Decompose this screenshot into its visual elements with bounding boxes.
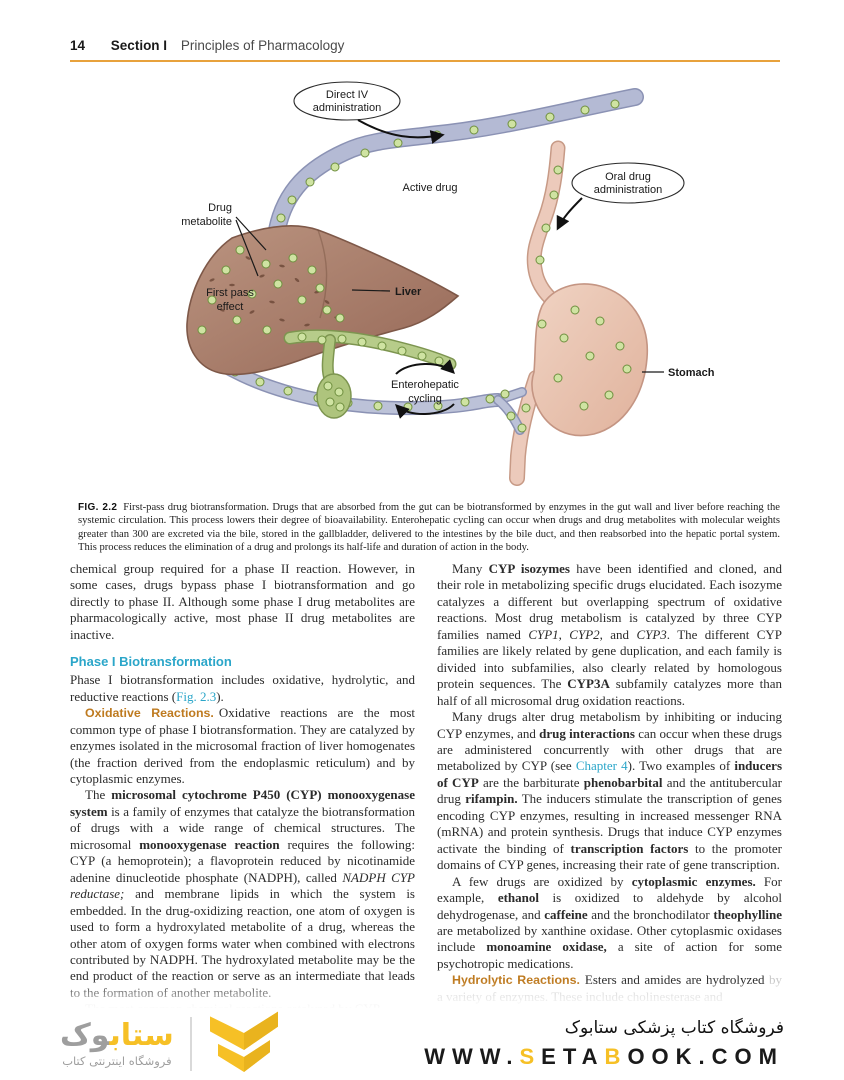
first-pass-diagram: Enterohepatic cycling Direct IV administ… — [181, 81, 715, 486]
figure-label-stomach: Stomach — [668, 367, 715, 379]
right-column: Many CYP isozymes have been identified a… — [437, 561, 782, 1018]
direct-iv-arrow — [357, 119, 445, 144]
paragraph: Many drugs alter drug metabolism by inhi… — [437, 709, 783, 873]
cross-reference-link[interactable]: Fig. 2.3 — [176, 688, 217, 704]
logo-wordmark: ستابوک — [60, 1018, 174, 1053]
liver-leader — [351, 289, 391, 292]
svg-text:cycling: cycling — [408, 393, 442, 405]
paragraph: chemical group required for a phase II r… — [70, 561, 415, 642]
figure-label-direct-iv: Direct IV — [326, 89, 369, 101]
svg-text:administration: administration — [594, 184, 662, 196]
direct-iv-balloon — [293, 81, 401, 121]
footer-site-url[interactable]: WWW.SETABOOK.COM — [424, 1044, 784, 1069]
paragraph: Many CYP isozymes have been identified a… — [437, 561, 782, 708]
figure-label-active-drug: Active drug — [402, 182, 457, 194]
svg-text:administration: administration — [313, 102, 381, 114]
article-body: chemical group required for a phase II r… — [70, 561, 782, 1018]
subheading: Phase I Biotransformation — [70, 654, 232, 670]
page-header: 14 Section I Principles of Pharmacology — [70, 38, 780, 60]
figure-label-liver: Liver — [395, 286, 422, 298]
oral-admin-arrow — [556, 197, 583, 231]
oral-admin-balloon — [571, 162, 685, 204]
svg-text:metabolite: metabolite — [181, 216, 232, 228]
metabolite-leader-1 — [235, 216, 267, 251]
footer-banner: ستابوک فروشگاه اینترنتی کتاب فروشگاه کتا… — [0, 1008, 844, 1080]
header-rule — [70, 60, 780, 62]
section-title: Principles of Pharmacology — [180, 38, 345, 53]
cross-reference-link[interactable]: Chapter 4 — [575, 758, 628, 774]
figure-caption-label: FIG. 2.2 — [78, 502, 118, 513]
cycle-arrow-bottom — [395, 403, 455, 419]
figure-label-first-pass: First pass — [206, 287, 254, 299]
figure-label-oral-admin: Oral drug — [605, 171, 651, 183]
footer-separator — [189, 1017, 192, 1071]
paragraph: A few drugs are oxidized by cytoplasmic … — [437, 873, 783, 971]
figure-label-enterohepatic: Enterohepatic — [391, 379, 459, 391]
paragraph: The microsomal cytochrome P450 (CYP) mon… — [70, 787, 415, 1000]
cycle-arrow-top — [395, 359, 455, 375]
page-number: 14 — [70, 38, 86, 53]
left-column: chemical group required for a phase II r… — [70, 561, 415, 1018]
paragraph: Hydrolytic Reactions.Esters and amides a… — [437, 972, 782, 1004]
metabolite-leader-2 — [235, 219, 259, 277]
footer-logo: ستابوک فروشگاه اینترنتی کتاب — [60, 1011, 280, 1076]
figure-2-2-illustration: Enterohepatic cycling Direct IV administ… — [90, 78, 790, 496]
figure-caption-text: First-pass drug biotransformation. Drugs… — [78, 502, 780, 554]
footer-store-name: فروشگاه کتاب پزشکی ستابوک — [564, 1018, 784, 1038]
paragraph: Phase I biotransformation includes oxida… — [70, 672, 415, 704]
figure-label-drug-metabolite: Drug — [208, 202, 232, 214]
svg-text:effect: effect — [217, 301, 244, 313]
chevron-logo-icon — [209, 1011, 278, 1072]
logo-tagline: فروشگاه اینترنتی کتاب — [62, 1054, 172, 1068]
paragraph: Oxidative Reactions.Oxidative reactions … — [70, 705, 415, 786]
section-label: Section I — [110, 38, 168, 53]
